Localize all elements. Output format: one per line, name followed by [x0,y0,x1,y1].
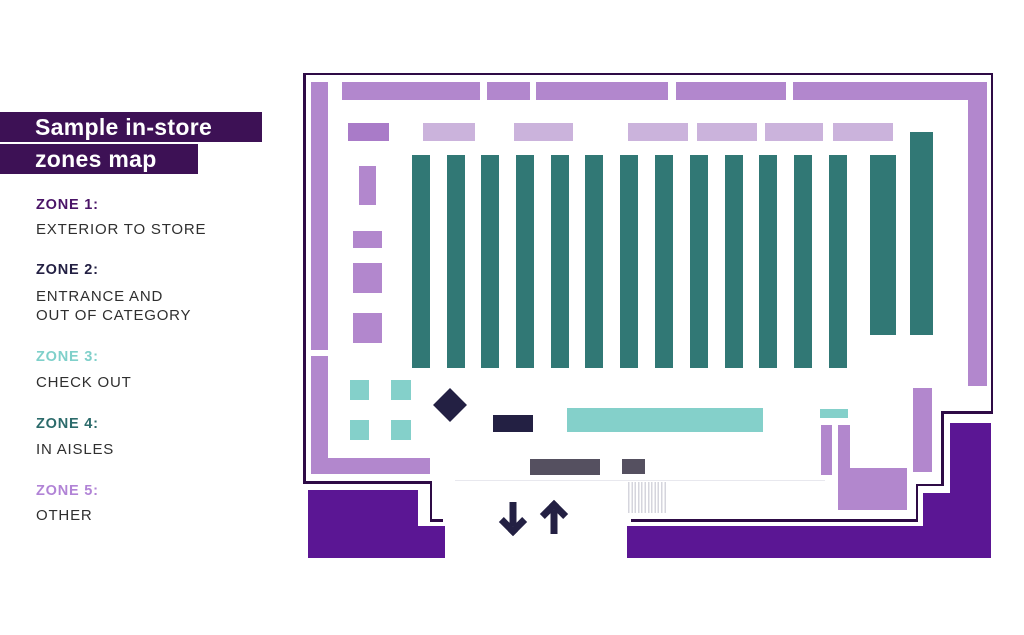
entrance-desk [493,415,533,432]
exterior-bottom-left [308,490,418,558]
side-fixture-1 [359,166,376,205]
legend-zone1-desc: EXTERIOR TO STORE [36,221,207,238]
legend-zone3-desc: CHECK OUT [36,374,132,391]
legend-zone2-desc-line1: ENTRANCE AND [36,288,164,305]
entrance-divider-line [455,479,825,481]
outer-wall-left [303,72,306,484]
outer-wall-step-right-2 [941,411,944,486]
legend-zone4-label: ZONE 4: [36,416,99,432]
wall-shelf-left-lower [311,356,328,458]
side-fixture-3 [353,263,382,293]
aisle-13 [829,155,847,368]
outer-wall-right [990,72,993,414]
aisle-1 [412,155,430,368]
aisle-12 [794,155,812,368]
aisle-2 [447,155,465,368]
aisle-4 [516,155,534,368]
aisle-11 [759,155,777,368]
outer-wall-step-left-1 [429,481,432,522]
promo-shelf-5 [697,123,757,141]
aisle-3 [481,155,499,368]
promo-shelf-3 [514,123,573,141]
aisle-15-tall [910,132,933,335]
exit-arrow [501,502,525,534]
promo-shelf-2 [423,123,475,141]
legend-zone1-label: ZONE 1: [36,197,99,213]
exterior-bottom-left-step [418,526,445,558]
top-shelf-1 [342,82,480,100]
legend-zone3-label: ZONE 3: [36,349,99,365]
outer-wall-bottom-left [303,481,432,484]
promo-shelf-7 [833,123,893,141]
page-title-line-1: Sample in-store [0,112,262,142]
legend-zone2-desc-line2: OUT OF CATEGORY [36,307,192,324]
right-fixture-l-base [838,468,907,510]
checkout-stand-1 [350,380,369,400]
checkout-stand-4 [391,420,411,440]
aisle-5 [551,155,569,368]
checkout-stand-3 [350,420,369,440]
legend-zone5-desc: OTHER [36,507,93,524]
right-fixture-small [821,425,832,475]
top-shelf-5 [793,82,987,100]
ramp-hatch [628,482,667,513]
outer-wall-step-right-3 [915,483,944,486]
service-counter-1 [530,459,600,475]
checkout-small [820,409,848,418]
outer-wall-step-left-2 [429,519,443,522]
promo-shelf-4 [628,123,688,141]
legend-zone4-desc: IN AISLES [36,441,115,458]
legend-zone2-label: ZONE 2: [36,262,99,278]
side-fixture-4 [353,313,382,343]
aisle-14-wide [870,155,896,335]
wall-shelf-right [968,82,987,386]
aisle-8 [655,155,673,368]
aisle-9 [690,155,708,368]
entrance-diamond [433,388,467,422]
outer-wall-top [303,72,993,75]
top-shelf-3 [536,82,668,100]
outer-wall-bottom-right [631,519,918,522]
legend-zone5-label: ZONE 5: [36,483,99,499]
wall-shelf-bottom-left [311,458,430,474]
aisle-6 [585,155,603,368]
aisle-7 [620,155,638,368]
promo-shelf-1 [348,123,389,141]
top-shelf-2 [487,82,530,100]
service-counter-2 [622,459,645,474]
exterior-right-step [923,493,950,558]
aisle-10 [725,155,743,368]
entry-arrow [542,502,566,534]
side-fixture-2 [353,231,382,248]
outer-wall-step-right-4 [915,483,918,522]
wall-shelf-left-upper [311,82,328,350]
outer-wall-step-right-1 [941,411,993,414]
top-shelf-4 [676,82,786,100]
exterior-right-block [950,423,991,558]
right-fixture-tall [913,388,932,472]
page-title-text-1: Sample in-store [35,113,213,140]
page-title-text-2: zones map [35,145,157,172]
promo-shelf-6 [765,123,823,141]
checkout-stand-2 [391,380,411,400]
checkout-counter [567,408,763,432]
page-title-line-2: zones map [0,144,198,174]
